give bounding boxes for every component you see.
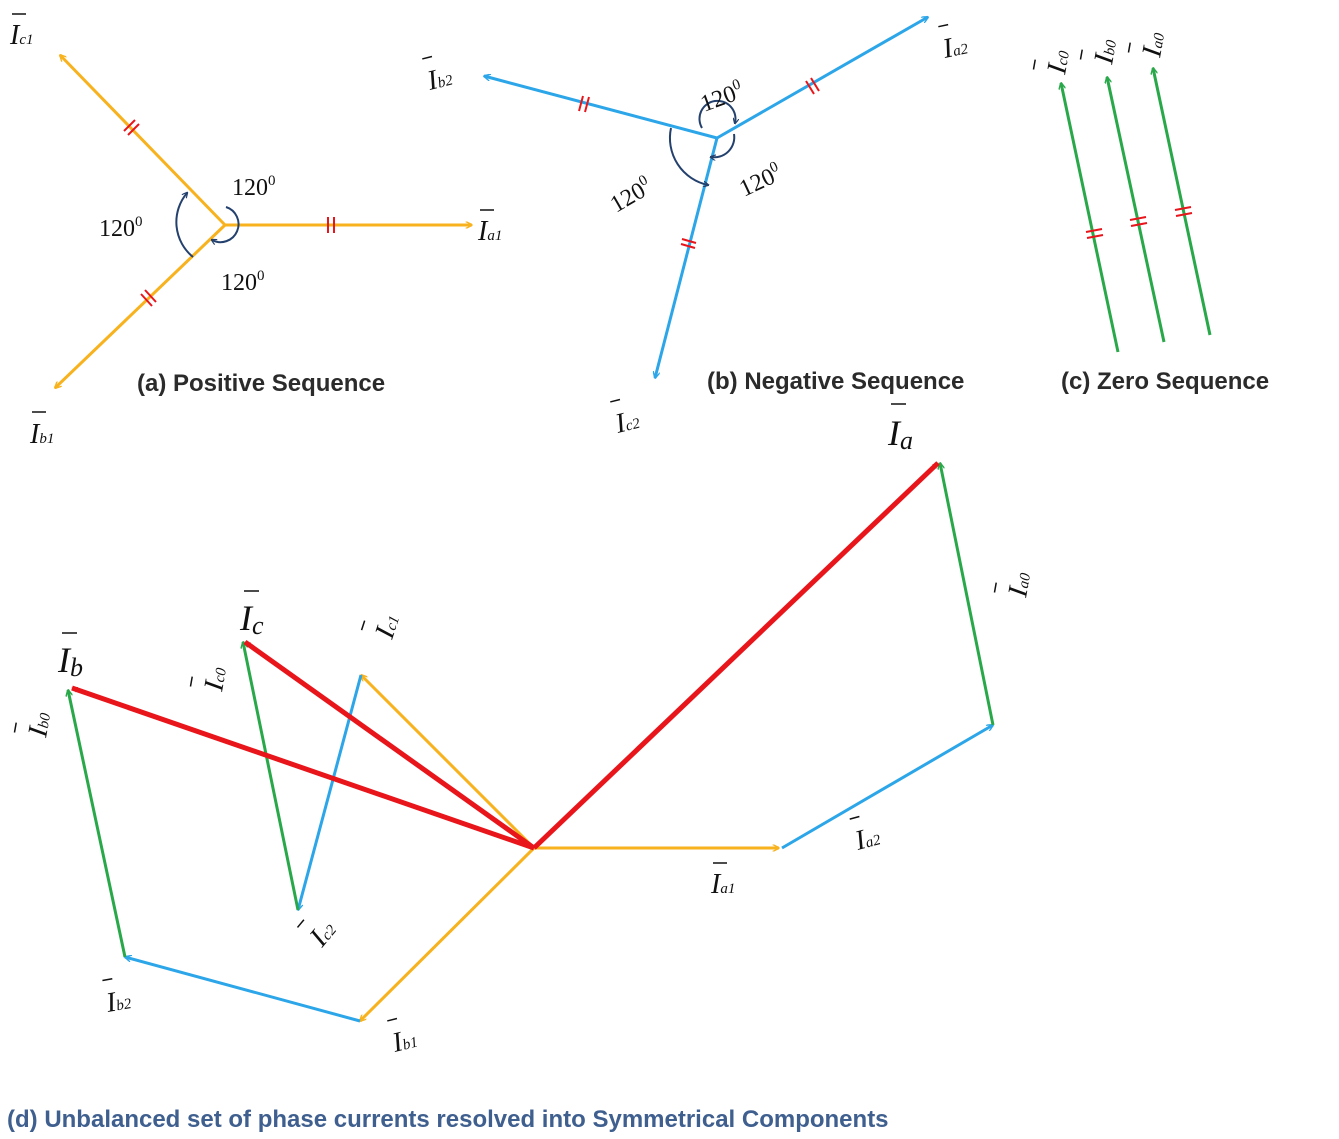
label-d-ia2: Ia2 <box>849 815 884 857</box>
label-ic1: Ic1 <box>9 13 34 51</box>
vector-ib0 <box>1107 77 1166 343</box>
vector-d-ib1 <box>360 846 536 1021</box>
svg-text:Ic1: Ic1 <box>9 20 34 51</box>
caption-resolution: (d) Unbalanced set of phase currents res… <box>7 1106 889 1133</box>
label-d-ia: Ia <box>887 403 913 455</box>
svg-text:Ib2: Ib2 <box>423 61 456 97</box>
caption-zero-sequence: (c) Zero Sequence <box>1061 368 1269 395</box>
label-d-ic2: Ic2 <box>296 914 343 953</box>
angle-arc-icon <box>175 193 194 258</box>
svg-text:Ic: Ic <box>239 598 264 640</box>
panel-d-resolution: Ia Ib Ic Ia1 Ia2 Ia0 Ib1 Ib2 <box>7 403 1037 1133</box>
vector-d-ic2 <box>298 674 363 910</box>
svg-text:Ia2: Ia2 <box>939 29 971 65</box>
label-ia0: Ia0 <box>1127 29 1171 60</box>
vector-d-ic <box>243 639 536 851</box>
panel-b-negative-sequence: 1200 1200 1200 Ia2 Ib2 Ic2 (b) Negative … <box>422 15 971 440</box>
svg-text:Ib1: Ib1 <box>29 419 54 450</box>
caption-positive-sequence: (a) Positive Sequence <box>137 370 385 397</box>
label-ib0: Ib0 <box>1079 36 1123 67</box>
angle-label: 1200 <box>99 214 143 242</box>
label-ic2: Ic2 <box>610 398 643 440</box>
vector-ib1 <box>55 223 227 388</box>
vector-d-ic0 <box>243 642 300 911</box>
angle-arc-icon <box>711 133 736 157</box>
label-d-ib: Ib <box>57 632 83 682</box>
angle-label: 1200 <box>221 268 265 296</box>
caption-negative-sequence: (b) Negative Sequence <box>707 368 964 395</box>
angle-arc-icon <box>668 127 708 185</box>
angle-arc-icon <box>212 206 240 242</box>
svg-text:Ib: Ib <box>57 640 83 682</box>
label-ib1: Ib1 <box>29 411 54 450</box>
svg-text:Ib0: Ib0 <box>22 709 57 740</box>
svg-text:Ib1: Ib1 <box>388 1023 420 1059</box>
label-d-ib2: Ib2 <box>102 978 134 1019</box>
svg-text:Ib0: Ib0 <box>1088 36 1123 67</box>
vector-d-ia0 <box>940 463 995 726</box>
vector-ia2 <box>716 15 928 140</box>
svg-text:Ia1: Ia1 <box>710 869 735 900</box>
svg-text:Ic0: Ic0 <box>198 664 233 694</box>
svg-text:Ia2: Ia2 <box>851 820 884 857</box>
angle-label: 1200 <box>232 173 276 201</box>
svg-text:Ia: Ia <box>887 413 913 455</box>
label-ia1: Ia1 <box>477 209 502 247</box>
equal-magnitude-ticks-c <box>1085 206 1193 239</box>
svg-text:Ic0: Ic0 <box>1041 47 1076 77</box>
svg-text:Ic2: Ic2 <box>611 404 643 440</box>
vector-d-ib <box>71 685 535 851</box>
angle-label: 1200 <box>696 76 746 117</box>
vector-d-ic1 <box>361 675 536 850</box>
svg-text:Ia0: Ia0 <box>1136 29 1171 60</box>
label-ia2: Ia2 <box>938 23 971 65</box>
vector-d-ib2 <box>125 957 361 1023</box>
panel-a-positive-sequence: 1200 1200 1200 Ia1 Ic1 Ib1 (a) Positive … <box>9 13 502 450</box>
vector-d-ib0 <box>68 690 127 958</box>
vector-ib2 <box>484 76 718 140</box>
svg-text:Ib2: Ib2 <box>103 984 134 1019</box>
label-d-ib0: Ib0 <box>13 709 57 740</box>
vector-d-ia2 <box>781 723 993 850</box>
equal-magnitude-ticks-a <box>123 119 335 307</box>
label-ic0: Ic0 <box>1032 47 1076 77</box>
vector-ia0 <box>1153 68 1212 336</box>
angle-arc-icon <box>698 99 735 129</box>
label-d-ic0: Ic0 <box>189 664 233 694</box>
vector-ic1 <box>60 55 227 227</box>
svg-text:Ia0: Ia0 <box>1002 569 1037 600</box>
vector-ic2 <box>655 137 719 378</box>
panel-c-zero-sequence: Ic0 Ib0 Ia0 (c) Zero Sequence <box>1032 29 1269 395</box>
label-ib2: Ib2 <box>422 55 456 97</box>
label-d-ib1: Ib1 <box>387 1017 420 1059</box>
svg-text:Ic1: Ic1 <box>369 610 406 643</box>
label-d-ia0: Ia0 <box>993 569 1037 600</box>
label-d-ia1: Ia1 <box>710 862 735 900</box>
vector-ic0 <box>1061 83 1120 353</box>
label-d-ic1: Ic1 <box>360 610 406 643</box>
equal-magnitude-ticks-b <box>578 77 820 249</box>
svg-text:Ic2: Ic2 <box>303 914 343 953</box>
angle-label: 1200 <box>735 159 786 203</box>
vector-d-ia <box>532 461 940 850</box>
angle-label: 1200 <box>605 172 657 218</box>
label-d-ic: Ic <box>239 590 264 640</box>
svg-text:Ia1: Ia1 <box>477 216 502 247</box>
